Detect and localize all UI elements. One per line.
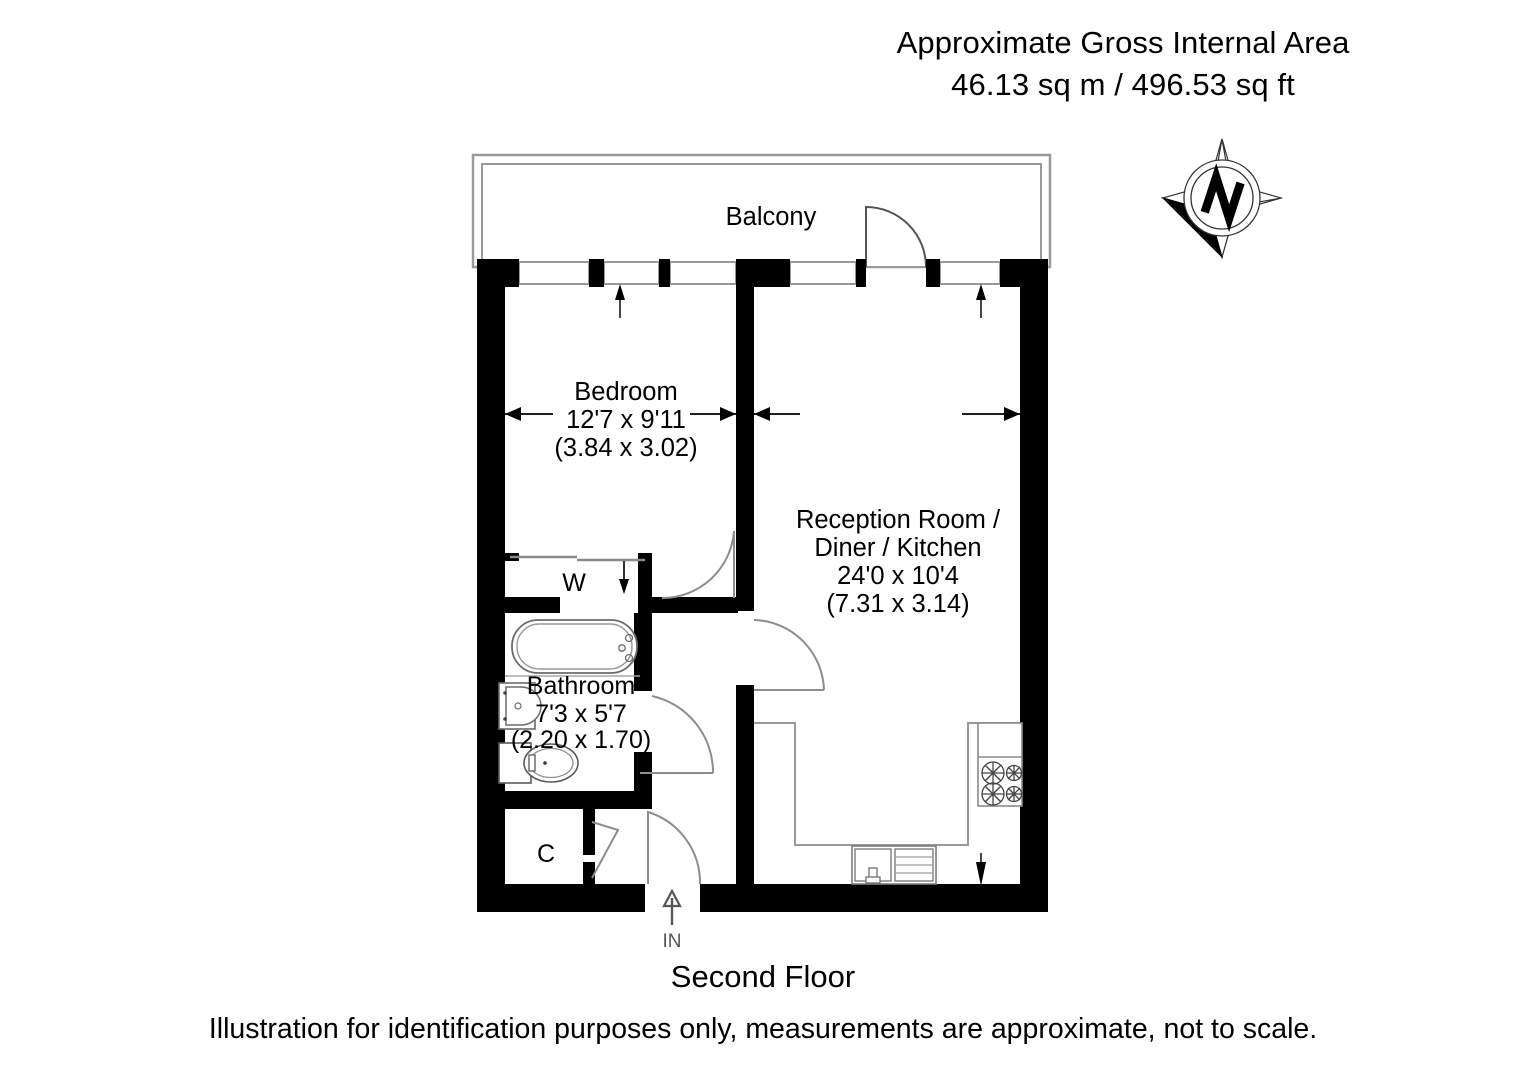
room-cupboard: C: [537, 821, 620, 879]
room-utility-closet: W: [510, 555, 645, 597]
bathtub-icon: [511, 619, 638, 674]
room-bathroom: Bathroom 7'3 x 5'7 (2.20 x 1.70): [498, 619, 715, 784]
room-bedroom: Bedroom 12'7 x 9'11 (3.84 x 3.02): [554, 378, 697, 462]
gross-internal-area-header: Approximate Gross Internal Area 46.13 sq…: [823, 22, 1423, 106]
bedroom-label: Bedroom: [574, 378, 677, 406]
entrance-label: IN: [663, 931, 682, 952]
structural-walls: [477, 259, 1048, 912]
kitchen-counter: [754, 722, 1020, 846]
bedroom-metric: (3.84 x 3.02): [554, 434, 697, 462]
dimension-arrows: [505, 284, 1020, 886]
reception-imperial: 24'0 x 10'4: [837, 562, 959, 590]
utility-label: W: [562, 569, 586, 597]
cupboard-label: C: [537, 840, 555, 868]
disclaimer-text: Illustration for identification purposes…: [208, 1013, 1318, 1045]
bedroom-imperial: 12'7 x 9'11: [566, 406, 686, 434]
floor-title: Second Floor: [670, 959, 856, 994]
bathroom-label: Bathroom: [527, 672, 635, 700]
reception-label-line2: Diner / Kitchen: [814, 534, 981, 562]
balcony-label: Balcony: [726, 203, 817, 231]
kitchen-hob-icon: [977, 722, 1023, 807]
utility-direction-arrow: [619, 561, 629, 594]
bathroom-metric: (2.20 x 1.70): [511, 726, 651, 754]
reception-label-line1: Reception Room /: [796, 506, 1001, 534]
room-reception-diner-kitchen: Reception Room / Diner / Kitchen 24'0 x …: [754, 506, 1023, 885]
header-title-line: Approximate Gross Internal Area: [896, 25, 1350, 60]
toilet-icon: [498, 742, 579, 784]
exterior-wall-north: [477, 259, 1048, 287]
room-balcony: [471, 153, 1052, 269]
compass-icon: [1160, 138, 1284, 260]
bathroom-imperial: 7'3 x 5'7: [535, 700, 627, 728]
reception-metric: (7.31 x 3.14): [826, 590, 969, 618]
kitchen-sink-drainer-icon: [851, 845, 937, 885]
interior-doors: [647, 530, 825, 885]
wash-basin-icon: [498, 682, 542, 730]
compass-rose: [1157, 133, 1287, 263]
entrance-indicator: IN: [662, 888, 682, 952]
header-area-value: 46.13 sq m / 496.53 sq ft: [951, 67, 1295, 102]
